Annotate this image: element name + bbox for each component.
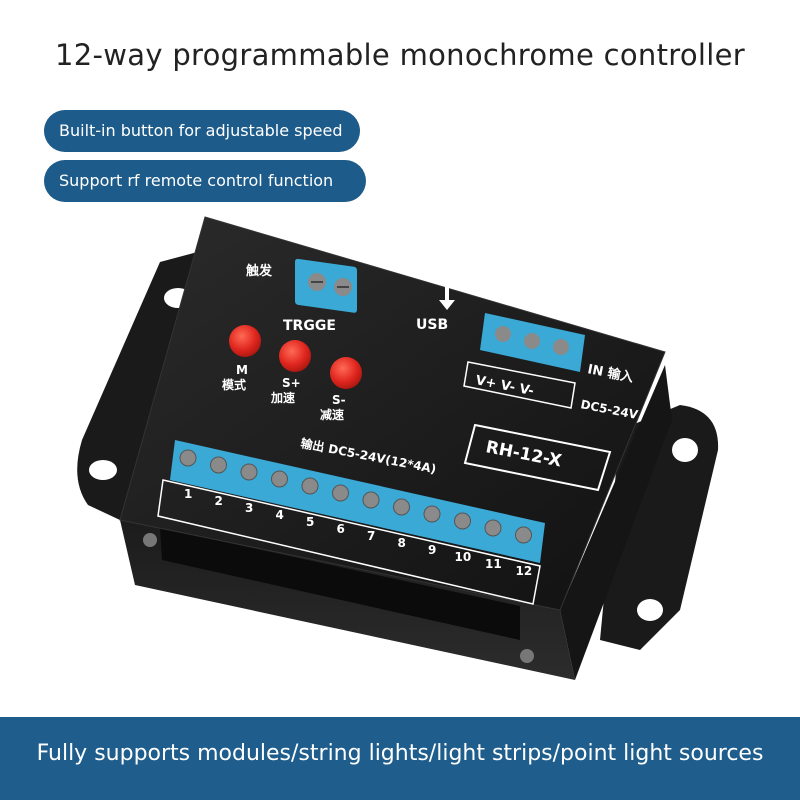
channel-number: 1 [184, 487, 192, 501]
channel-number: 2 [215, 494, 223, 508]
channel-number-frame [157, 479, 541, 605]
usb-arrow-icon [439, 285, 455, 310]
terminal-screw [301, 477, 319, 495]
channel-number: 5 [306, 515, 314, 529]
mount-hole [672, 438, 698, 462]
channel-number: 10 [455, 550, 472, 564]
model-frame [463, 423, 612, 492]
controller-photo: 触发 TRGGE USB V+ V- V- IN 输入 DC5-24V RH-1… [77, 216, 719, 680]
channel-number: 9 [428, 543, 436, 557]
output-screws [179, 449, 532, 544]
terminal-screw [484, 519, 502, 537]
terminal-screw [454, 512, 471, 530]
terminal-screw [515, 526, 532, 544]
terminal-screw [332, 484, 349, 502]
speed-down-label-cn: 减速 [320, 407, 344, 422]
speed-up-button[interactable] [279, 340, 311, 372]
footer-text: Fully supports modules/string lights/lig… [36, 741, 764, 766]
channel-number: 3 [245, 501, 253, 515]
footer-banner: Fully supports modules/string lights/lig… [0, 717, 800, 800]
input-terminal [480, 313, 585, 372]
screw [520, 649, 534, 663]
page-title: 12-way programmable monochrome controlle… [55, 38, 745, 72]
mount-hole [637, 599, 663, 621]
channel-number: 4 [276, 508, 284, 522]
screw [143, 533, 157, 547]
trigger-label: TRGGE [283, 318, 336, 334]
terminal-screw [240, 463, 258, 481]
feature-badge-speed: Built-in button for adjustable speed [44, 110, 360, 152]
speed-up-label-cn: 加速 [270, 390, 295, 405]
channel-number: 11 [485, 557, 502, 571]
speed-up-label: S+ [282, 376, 301, 390]
channel-number: 8 [398, 536, 406, 550]
usb-label: USB [416, 317, 448, 333]
mode-label-cn: 模式 [222, 377, 246, 392]
terminal-screw [423, 505, 441, 523]
trigger-label-cn: 触发 [245, 263, 273, 279]
mount-hole [89, 460, 117, 480]
feature-badge-rf: Support rf remote control function [44, 160, 366, 202]
terminal-screw [393, 498, 410, 516]
channel-number: 6 [337, 522, 345, 536]
vent-slot [160, 528, 520, 640]
mode-label: M [236, 363, 248, 377]
enclosure-side [560, 365, 672, 680]
terminal-screw [271, 470, 288, 488]
terminal-screw [362, 491, 380, 509]
mode-button[interactable] [229, 325, 261, 357]
input-terms-frame [463, 361, 576, 409]
speed-down-label: S- [332, 393, 346, 407]
channel-number: 7 [367, 529, 375, 543]
trigger-terminal [295, 258, 357, 313]
terminal-screw [210, 456, 227, 474]
output-terminal-block [170, 440, 545, 563]
terminal-screw [179, 449, 197, 467]
enclosure-top [119, 216, 666, 611]
channel-number: 12 [516, 564, 533, 578]
speed-down-button[interactable] [330, 357, 362, 389]
